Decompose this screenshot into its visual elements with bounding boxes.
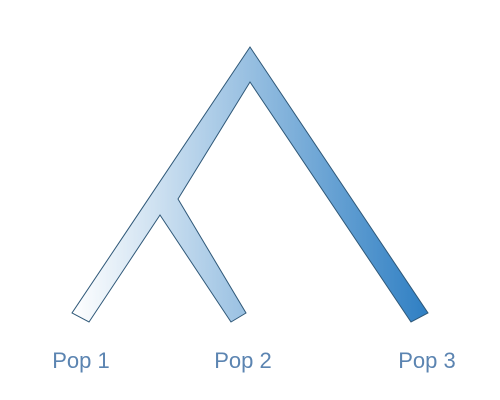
population-tree-branches bbox=[71, 46, 429, 323]
pop-1-label: Pop 1 bbox=[52, 348, 110, 373]
pop-3-label: Pop 3 bbox=[398, 348, 456, 373]
pop-2-label: Pop 2 bbox=[214, 348, 272, 373]
